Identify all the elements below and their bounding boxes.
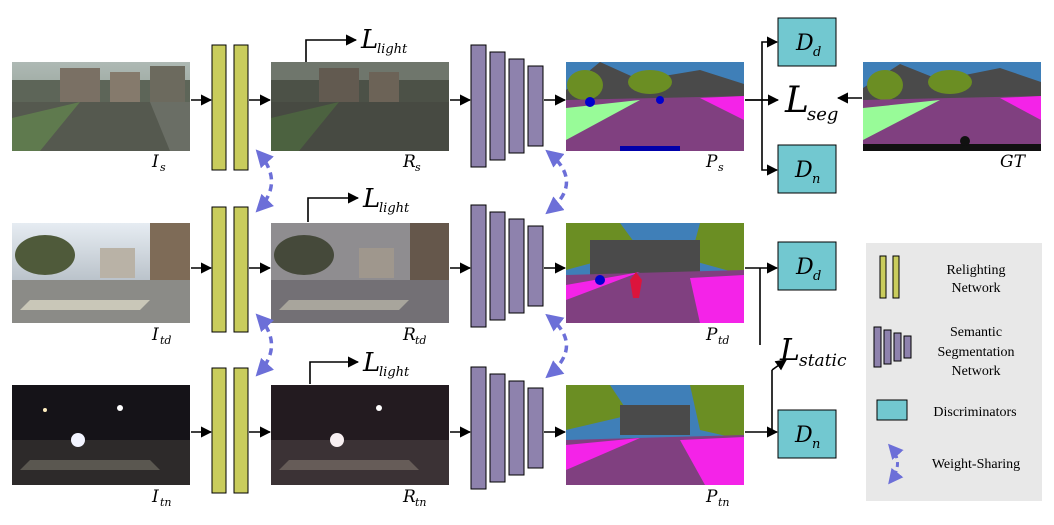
svg-text:td: td xyxy=(160,334,171,347)
legend-weight-sharing: Weight-Sharing xyxy=(888,443,1020,485)
disc-sub: n xyxy=(812,172,820,187)
svg-text:Network: Network xyxy=(952,364,1001,379)
relit-image-target-day xyxy=(271,223,449,323)
svg-text:light: light xyxy=(377,42,408,57)
relit-image-target-night xyxy=(271,385,449,485)
svg-text:L: L xyxy=(360,25,378,55)
ground-truth-image xyxy=(863,62,1041,151)
svg-text:td: td xyxy=(415,334,426,347)
discriminator-d-row2: D d xyxy=(777,241,837,291)
svg-text:I: I xyxy=(151,152,159,172)
svg-text:light: light xyxy=(379,365,410,380)
label-pred-target-day: P td xyxy=(705,325,729,347)
disc-main: D xyxy=(794,423,813,448)
svg-text:P: P xyxy=(705,325,718,345)
legend-discriminators: Discriminators xyxy=(876,399,1017,421)
seg-prediction-target-day xyxy=(566,223,744,323)
svg-text:td: td xyxy=(718,334,729,347)
svg-text:Semantic: Semantic xyxy=(950,325,1002,340)
svg-text:tn: tn xyxy=(160,496,172,509)
svg-text:Discriminators: Discriminators xyxy=(933,405,1016,420)
svg-text:L: L xyxy=(784,80,809,121)
svg-text:P: P xyxy=(705,152,718,172)
disc-main: D xyxy=(795,255,814,280)
svg-text:Relighting: Relighting xyxy=(946,263,1005,278)
loss-seg: L seg xyxy=(784,80,838,125)
input-image-source xyxy=(12,62,190,151)
svg-text:s: s xyxy=(415,161,421,174)
segmentation-network-row2 xyxy=(470,204,544,328)
svg-text:L: L xyxy=(779,333,800,368)
label-relit-target-day: R td xyxy=(402,325,426,347)
discriminator-n-row3: D n xyxy=(777,409,837,459)
svg-text:I: I xyxy=(151,487,159,507)
svg-text:P: P xyxy=(705,487,718,507)
svg-text:GT: GT xyxy=(1000,152,1027,172)
relighting-network-row1 xyxy=(211,44,249,171)
svg-text:Weight-Sharing: Weight-Sharing xyxy=(932,457,1020,472)
disc-main: D xyxy=(795,31,814,56)
watermark: CSDN @HheeFish xyxy=(918,500,1040,516)
svg-text:light: light xyxy=(379,201,410,216)
loss-light-row2: L light xyxy=(362,184,410,216)
segmentation-network-row1 xyxy=(470,44,544,168)
svg-text:static: static xyxy=(799,351,847,371)
svg-text:Network: Network xyxy=(952,281,1001,296)
svg-text:I: I xyxy=(151,325,159,345)
legend-segmentation: Semantic Segmentation Network xyxy=(873,325,1015,379)
disc-sub: d xyxy=(813,269,821,284)
label-relit-target-night: R tn xyxy=(402,487,427,509)
svg-text:L: L xyxy=(362,348,380,378)
label-relit-source: R s xyxy=(402,152,421,174)
svg-text:L: L xyxy=(362,184,380,214)
label-pred-source: P s xyxy=(705,152,724,174)
svg-text:R: R xyxy=(402,487,416,507)
relighting-network-row3 xyxy=(211,367,249,494)
relit-image-source xyxy=(271,62,449,151)
seg-prediction-target-night xyxy=(566,385,744,485)
label-input-source: I s xyxy=(151,152,166,174)
disc-sub: d xyxy=(813,45,821,60)
label-input-target-day: I td xyxy=(151,325,171,347)
svg-text:tn: tn xyxy=(718,496,730,509)
disc-sub: n xyxy=(812,437,820,452)
label-ground-truth: GT xyxy=(1000,152,1027,172)
weight-sharing-arrows xyxy=(255,149,569,379)
legend: Relighting Network Semantic Segmentation… xyxy=(866,243,1042,501)
seg-prediction-source xyxy=(566,62,744,151)
svg-text:s: s xyxy=(718,161,724,174)
svg-text:tn: tn xyxy=(415,496,427,509)
loss-light-row1: L light xyxy=(360,25,408,57)
svg-text:s: s xyxy=(160,161,166,174)
disc-main: D xyxy=(794,158,813,183)
flow-arrows xyxy=(191,34,862,438)
discriminator-d-row1: D d xyxy=(777,17,837,67)
input-image-target-day xyxy=(12,223,190,323)
legend-relighting: Relighting Network xyxy=(879,255,1006,299)
label-pred-target-night: P tn xyxy=(705,487,730,509)
input-image-target-night xyxy=(12,385,190,485)
discriminator-n-row1: D n xyxy=(777,144,837,194)
loss-light-row3: L light xyxy=(362,348,410,380)
segmentation-network-row3 xyxy=(470,366,544,490)
svg-text:R: R xyxy=(402,325,416,345)
svg-text:R: R xyxy=(402,152,416,172)
relighting-network-row2 xyxy=(211,206,249,333)
loss-static: L static xyxy=(779,333,847,371)
label-input-target-night: I tn xyxy=(151,487,172,509)
svg-text:Segmentation: Segmentation xyxy=(938,345,1015,360)
svg-text:seg: seg xyxy=(807,104,838,125)
